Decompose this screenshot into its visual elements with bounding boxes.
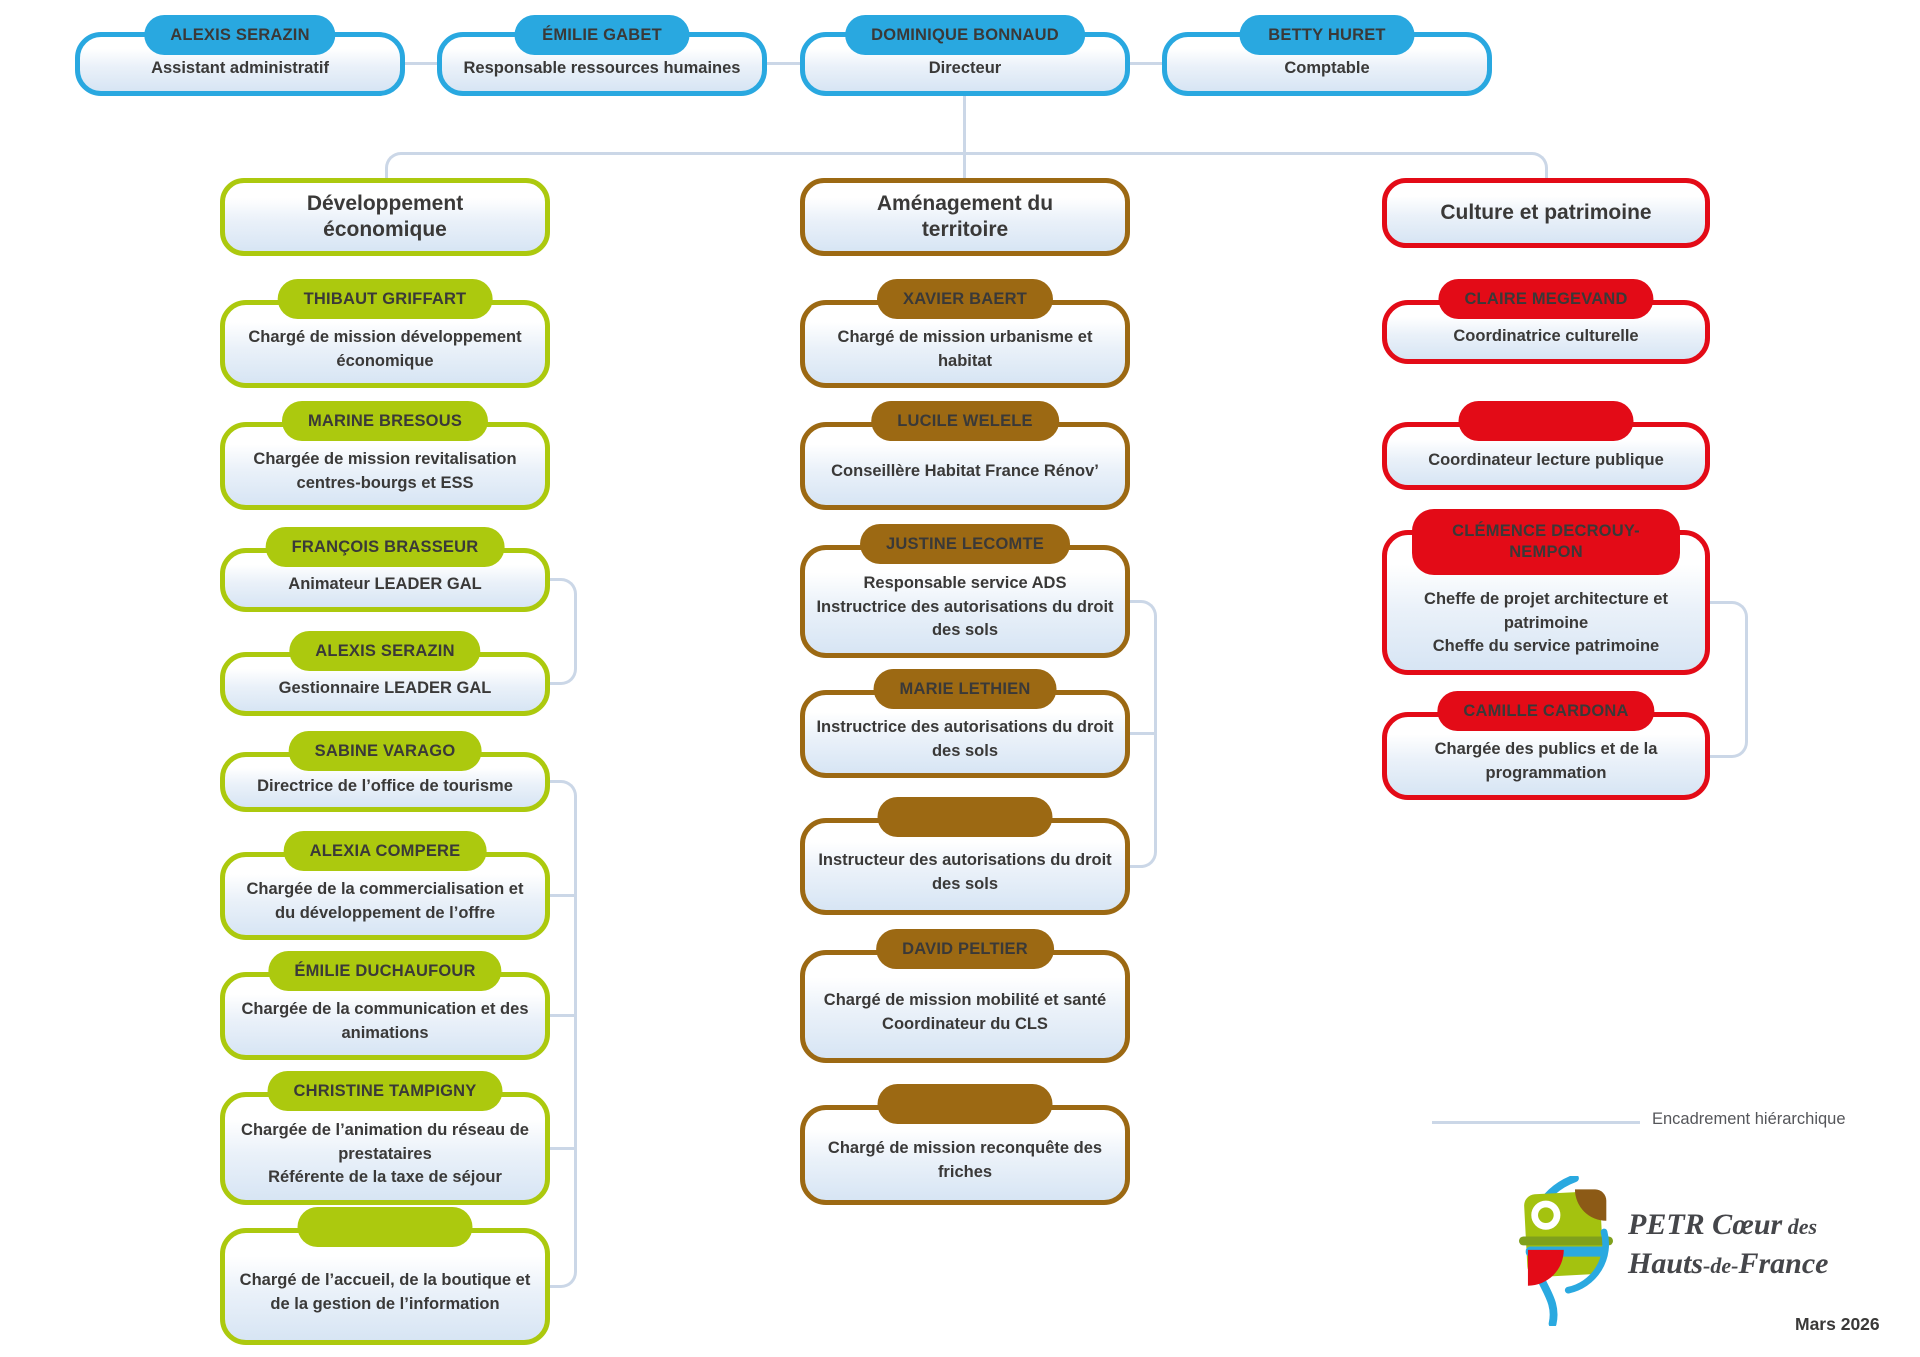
role-text: Conseillère Habitat France Rénov’ xyxy=(831,462,1099,481)
org-box-betty-huret: BETTY HURET Comptable xyxy=(1162,15,1492,96)
role-text: Chargée de l’animation du réseau de pres… xyxy=(241,1120,529,1187)
connector-ads-stub xyxy=(1130,732,1157,735)
org-box-francois-brasseur: FRANÇOIS BRASSEUR Animateur LEADER GAL xyxy=(220,527,550,612)
org-box-christine-tampigny: CHRISTINE TAMPIGNY Chargée de l’animatio… xyxy=(220,1071,550,1205)
org-box-lucile-welele: LUCILE WELELE Conseillère Habitat France… xyxy=(800,401,1130,510)
column-header-amenagement-territoire: Aménagement du territoire xyxy=(800,178,1130,256)
connector-tourisme-stub-1 xyxy=(550,894,577,897)
connector-tourisme-bracket xyxy=(550,780,577,1288)
connector-top-3 xyxy=(1130,62,1162,65)
name-pill: JUSTINE LECOMTE xyxy=(860,524,1070,564)
connector-top-1 xyxy=(405,62,437,65)
name-pill: ALEXIA COMPERE xyxy=(283,831,487,871)
name-pill: DOMINIQUE BONNAUD xyxy=(845,15,1085,55)
name-pill-empty xyxy=(877,1084,1053,1124)
column-header-developpement-economique: Développement économique xyxy=(220,178,550,256)
role-text: Assistant administratif xyxy=(151,59,329,78)
role-text: Cheffe de projet architecture et patrimo… xyxy=(1424,589,1668,656)
role-text: Coordinateur lecture publique xyxy=(1428,451,1664,470)
name-pill-empty xyxy=(877,797,1053,837)
org-box-emilie-gabet: ÉMILIE GABET Responsable ressources huma… xyxy=(437,15,767,96)
name-pill: BETTY HURET xyxy=(1239,15,1415,55)
role-text: Instructrice des autorisations du droit … xyxy=(816,718,1114,760)
org-box-claire-megevand: CLAIRE MEGEVAND Coordinatrice culturelle xyxy=(1382,279,1710,364)
connector-main-bracket xyxy=(385,152,1548,180)
role-text: Chargée de la commercialisation et du dé… xyxy=(246,880,524,922)
name-pill: CLÉMENCE DECROUY-NEMPON xyxy=(1412,509,1680,575)
name-pill: FRANÇOIS BRASSEUR xyxy=(265,527,505,567)
name-pill-empty xyxy=(297,1207,473,1247)
org-box-justine-lecomte: JUSTINE LECOMTE Responsable service ADS … xyxy=(800,524,1130,658)
role-text: Chargé de mission développement économiq… xyxy=(248,328,522,370)
role-text: Chargé de mission reconquête des friches xyxy=(827,1139,1103,1181)
name-pill-empty xyxy=(1458,401,1634,441)
role-text: Animateur LEADER GAL xyxy=(288,575,482,594)
role-text: Coordinatrice culturelle xyxy=(1453,327,1639,346)
org-box-david-peltier: DAVID PELTIER Chargé de mission mobilité… xyxy=(800,929,1130,1063)
column-header-culture-patrimoine: Culture et patrimoine xyxy=(1382,178,1710,248)
org-box-alexis-serazin-admin: ALEXIS SERAZIN Assistant administratif xyxy=(75,15,405,96)
connector-tourisme-stub-2 xyxy=(550,1014,577,1017)
date-label: Mars 2026 xyxy=(1795,1314,1880,1334)
org-box-lecture-publique-vacant: Coordinateur lecture publique xyxy=(1382,401,1710,490)
org-box-accueil-boutique-vacant: Chargé de l’accueil, de la boutique et d… xyxy=(220,1207,550,1345)
role-text: Responsable ressources humaines xyxy=(463,59,741,78)
org-box-clemence-decrouy-nempon: CLÉMENCE DECROUY-NEMPON Cheffe de projet… xyxy=(1382,509,1710,675)
name-pill: MARIE LETHIEN xyxy=(873,669,1057,709)
connector-patrimoine-bracket xyxy=(1710,601,1748,758)
name-pill: LUCILE WELELE xyxy=(871,401,1059,441)
name-pill: ÉMILIE DUCHAUFOUR xyxy=(268,951,502,991)
org-box-marie-lethien: MARIE LETHIEN Instructrice des autorisat… xyxy=(800,669,1130,778)
role-text: Comptable xyxy=(1284,59,1370,78)
name-pill: XAVIER BAERT xyxy=(876,279,1054,319)
org-box-emilie-duchaufour: ÉMILIE DUCHAUFOUR Chargée de la communic… xyxy=(220,951,550,1060)
name-pill: ALEXIS SERAZIN xyxy=(289,631,481,671)
name-pill: THIBAUT GRIFFART xyxy=(277,279,493,319)
name-pill: CAMILLE CARDONA xyxy=(1437,691,1655,731)
name-pill: CHRISTINE TAMPIGNY xyxy=(267,1071,503,1111)
petr-logo-graphic xyxy=(1518,1176,1614,1326)
role-text: Gestionnaire LEADER GAL xyxy=(278,679,492,698)
legend-label: Encadrement hiérarchique xyxy=(1652,1110,1846,1128)
org-box-sabine-varago: SABINE VARAGO Directrice de l’office de … xyxy=(220,731,550,812)
org-box-marine-bresous: MARINE BRESOUS Chargée de mission revita… xyxy=(220,401,550,510)
org-box-alexia-compere: ALEXIA COMPERE Chargée de la commerciali… xyxy=(220,831,550,940)
connector-tourisme-stub-3 xyxy=(550,1147,577,1150)
petr-logo-text: PETR Cœur des Hauts-de-France xyxy=(1628,1208,1829,1280)
name-pill: SABINE VARAGO xyxy=(288,731,482,771)
name-pill: ALEXIS SERAZIN xyxy=(144,15,336,55)
connector-director-drop xyxy=(963,96,966,180)
role-text: Chargée des publics et de la programmati… xyxy=(1434,740,1658,782)
org-box-camille-cardona: CAMILLE CARDONA Chargée des publics et d… xyxy=(1382,691,1710,800)
name-pill: ÉMILIE GABET xyxy=(514,15,690,55)
role-text: Directrice de l’office de tourisme xyxy=(257,777,513,796)
name-pill: MARINE BRESOUS xyxy=(281,401,489,441)
legend-line-sample xyxy=(1432,1121,1640,1124)
org-box-thibaut-griffart: THIBAUT GRIFFART Chargé de mission dével… xyxy=(220,279,550,388)
name-pill: DAVID PELTIER xyxy=(876,929,1054,969)
role-text: Directeur xyxy=(928,59,1002,78)
role-text: Chargée de la communication et des anima… xyxy=(241,1000,529,1042)
org-box-dominique-bonnaud: DOMINIQUE BONNAUD Directeur xyxy=(800,15,1130,96)
role-text: Chargé de mission urbanisme et habitat xyxy=(837,328,1093,370)
org-box-friches-vacant: Chargé de mission reconquête des friches xyxy=(800,1084,1130,1205)
org-box-xavier-baert: XAVIER BAERT Chargé de mission urbanisme… xyxy=(800,279,1130,388)
connector-top-2 xyxy=(767,62,800,65)
connector-leader-gal-bracket xyxy=(550,578,577,685)
role-text: Chargée de mission revitalisation centre… xyxy=(253,450,517,492)
role-text: Instructeur des autorisations du droit d… xyxy=(818,850,1112,893)
org-box-instructeur-vacant: Instructeur des autorisations du droit d… xyxy=(800,797,1130,915)
org-box-alexis-serazin-leader: ALEXIS SERAZIN Gestionnaire LEADER GAL xyxy=(220,631,550,716)
name-pill: CLAIRE MEGEVAND xyxy=(1438,279,1654,319)
role-text: Chargé de mission mobilité et santé Coor… xyxy=(823,990,1107,1033)
role-text: Responsable service ADS Instructrice des… xyxy=(816,573,1114,640)
role-text: Chargé de l’accueil, de la boutique et d… xyxy=(239,1270,531,1313)
